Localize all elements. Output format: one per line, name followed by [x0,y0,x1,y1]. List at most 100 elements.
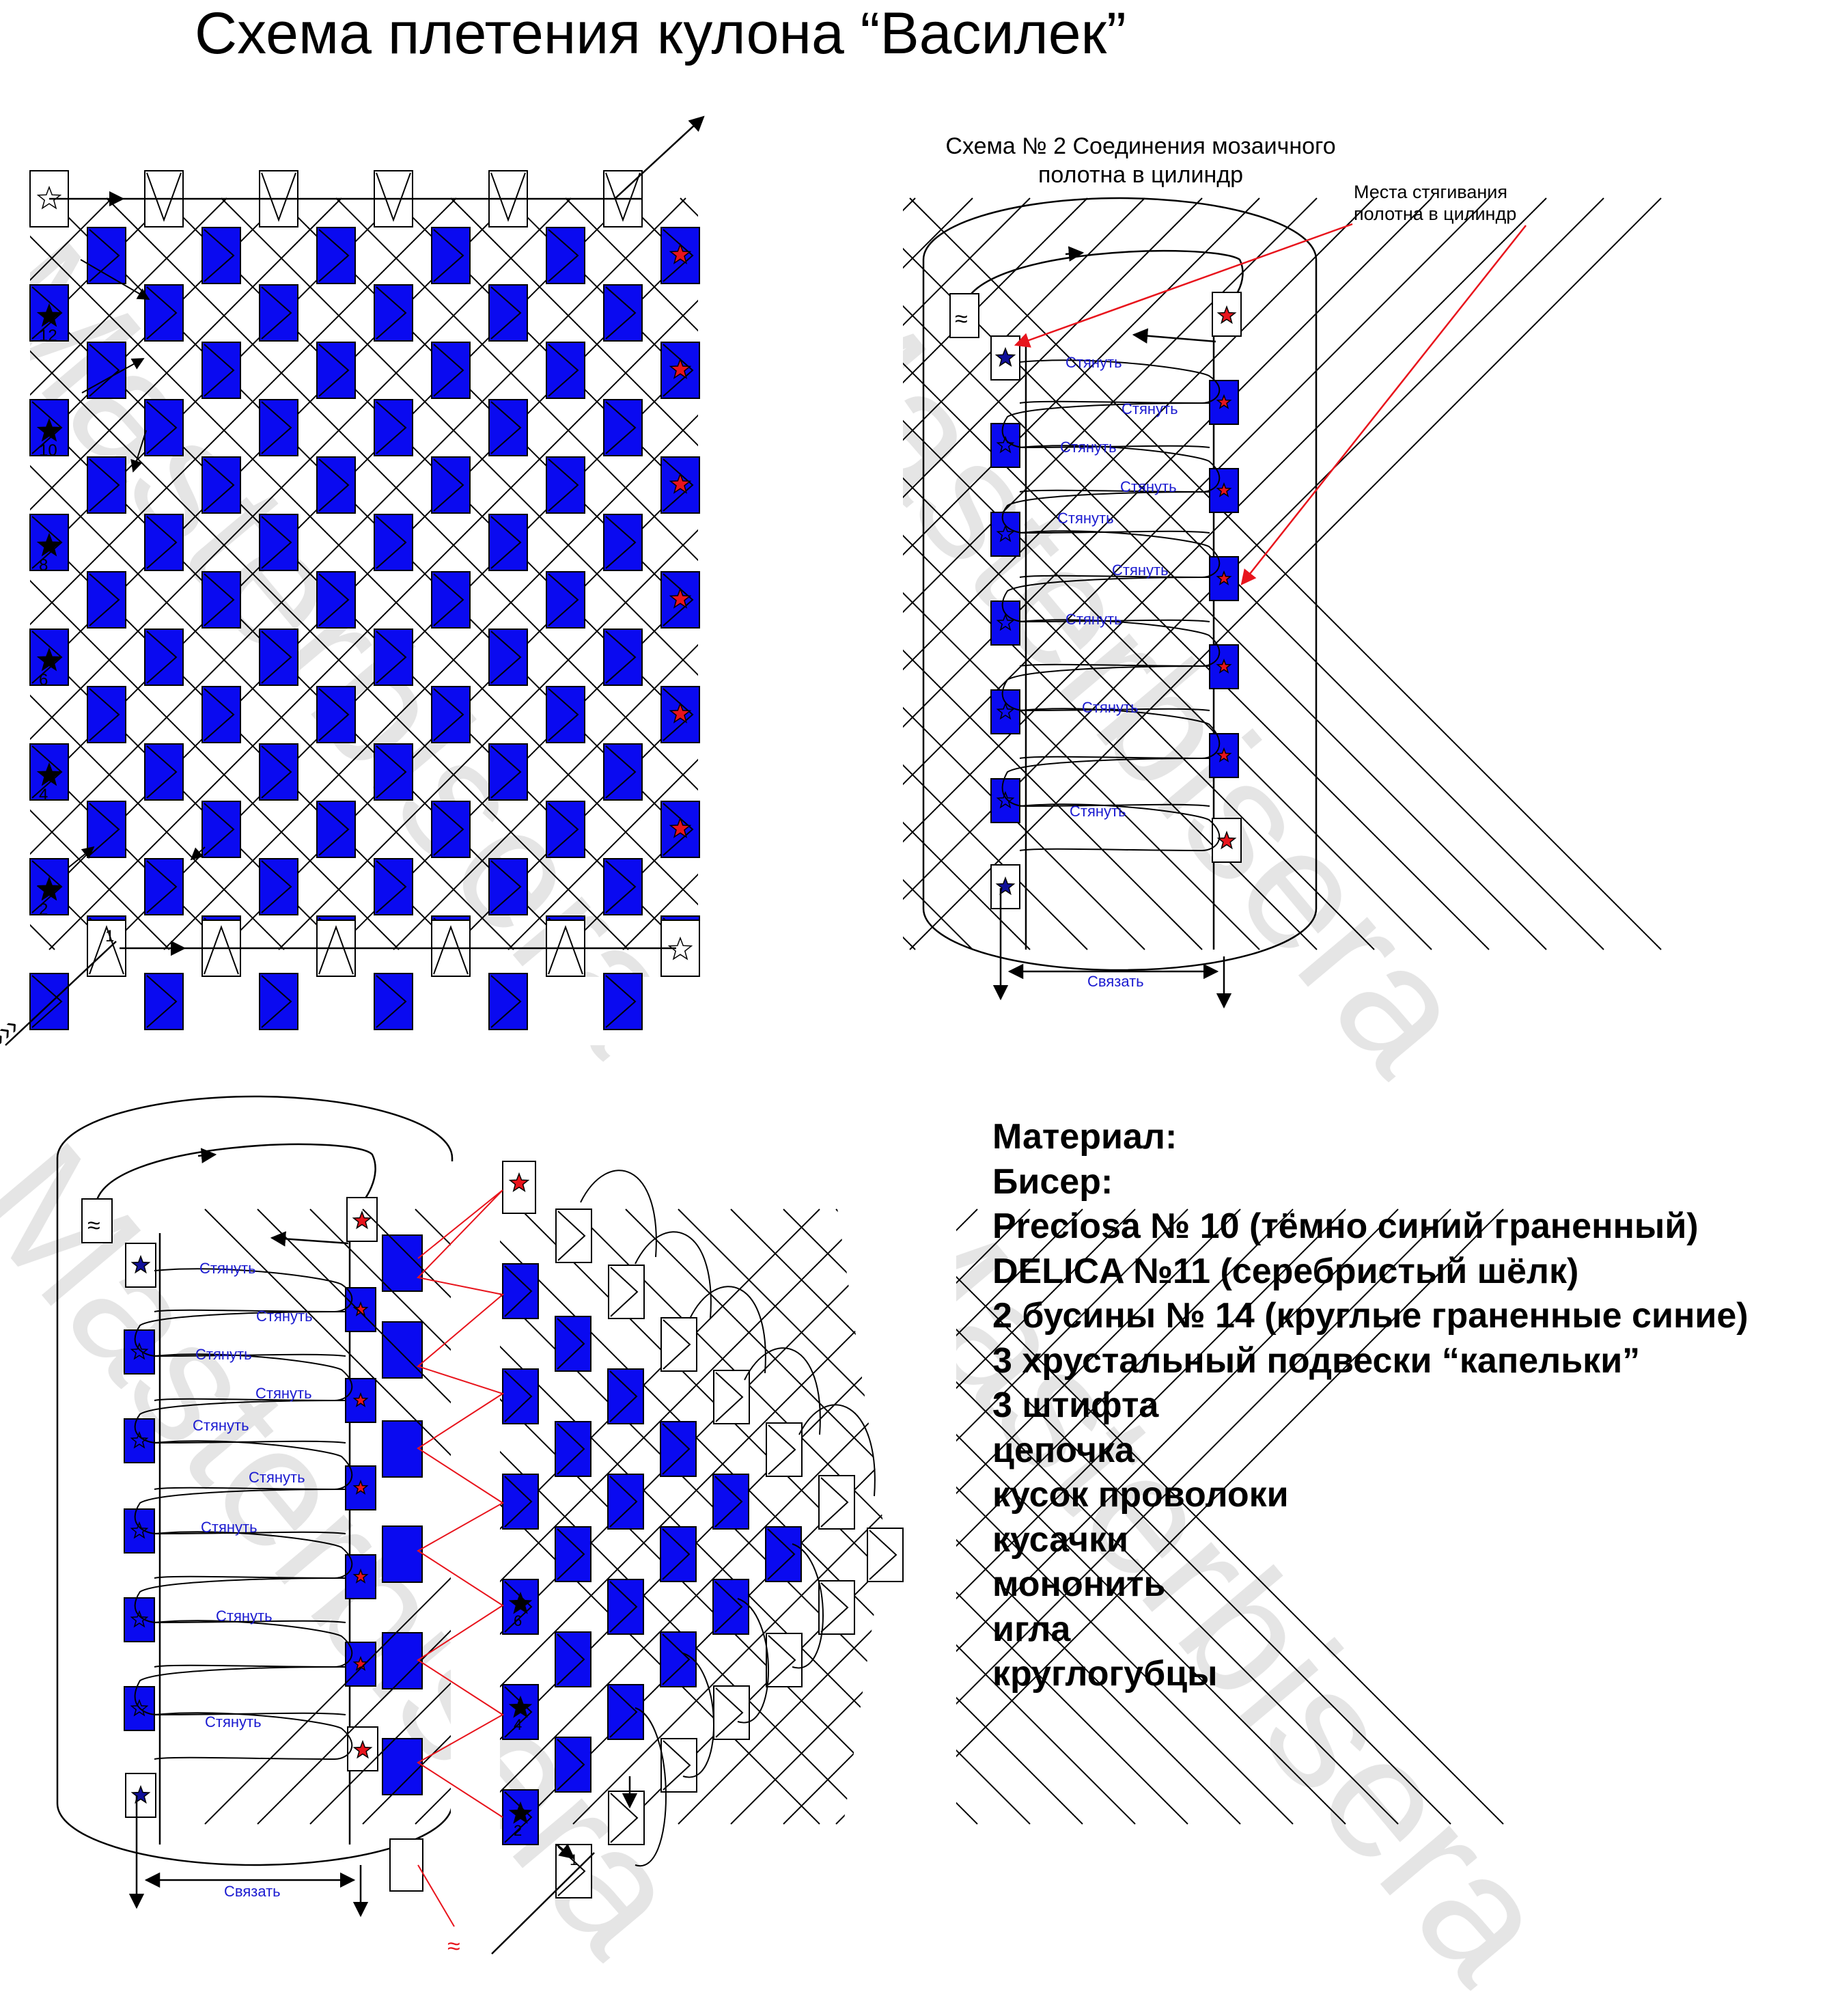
blue-bead [201,801,241,858]
bead-pass-mark [662,1633,691,1685]
start-star-icon [36,185,62,210]
thread-path [5,941,117,1046]
black-star-icon [36,647,62,672]
row-number: 1 [570,1851,578,1868]
bead-pass-mark [605,401,637,454]
bead-pass-mark [663,229,694,282]
bead-pass-mark [146,516,178,569]
red-star-icon [352,1479,369,1495]
blue-bead [546,801,585,858]
bead-pass-mark [609,1370,638,1422]
thread-diagonal [0,197,342,541]
bead-pass-mark [663,1740,691,1791]
materials-item: 3 хрустальный подвески “капельки” [992,1340,1641,1381]
red-pointer [1240,225,1527,585]
white-bead [608,1791,645,1845]
bead-pass-mark [433,925,469,975]
white-bead [818,1475,855,1530]
cylinder-top [922,197,1318,260]
blue-bead [259,284,298,342]
blue-bead [555,1421,591,1477]
thread-arrow [197,1148,217,1163]
bead-pass-mark [146,631,178,684]
bead-pass-mark [376,745,407,799]
red-star-icon [669,587,692,609]
red-connection [416,1189,505,1818]
materials-item: Preciosa № 10 (тёмно синий граненный) [992,1206,1699,1246]
thread-loop [1019,530,1221,579]
bead-pass-mark [557,1528,585,1580]
bead-pass-mark [318,688,350,741]
blue-star-icon [130,1784,151,1804]
tie-label: Связать [224,1883,281,1900]
bead-pass-mark [433,229,464,282]
materials-item: кусачки [992,1519,1129,1560]
blue-bead [546,686,585,743]
blue-bead [201,227,241,284]
blue-bead [555,1316,591,1372]
bead-pass-mark [204,573,235,626]
thread-arrow [80,259,150,300]
thread-loop [1001,665,1210,712]
bead-pass-mark [204,925,239,975]
thread-diagonal [0,197,457,656]
bead-pass-mark [714,1476,743,1528]
thread-arrow [130,430,147,473]
thread-loop [682,1653,714,1778]
pull-label: Стянуть [1057,510,1114,527]
bead-pass-mark [490,975,522,1028]
blue-bead [603,858,643,915]
bead-pass-mark [376,516,407,569]
blue-bead [144,973,184,1030]
blue-bead [316,686,356,743]
pull-label: Стянуть [1112,562,1169,579]
bead-pass-mark [376,860,407,913]
materials-item: 3 штифта [992,1385,1159,1425]
blue-bead [502,1263,539,1319]
thread-arrow [81,358,145,393]
scheme2-annotation-line1: Места стягивания [1354,182,1507,202]
black-star-icon [508,1695,533,1718]
bead-pass-mark [605,286,637,340]
red-star-icon [352,1392,369,1407]
red-star-icon [669,472,692,494]
bead-pass-mark [146,860,178,913]
materials-list: Материал: Бисер: Preciosa № 10 (тёмно си… [992,1115,1749,1697]
white-bead [87,920,126,977]
black-star-icon [36,303,62,327]
page-title: Схема плетения кулона “Василек” [195,1,1126,66]
red-star-icon [1216,830,1237,850]
bead-pass-mark [548,688,579,741]
bead-pass-mark [605,516,637,569]
thread-arrow [614,115,705,199]
bead-pass-mark [89,344,120,397]
blue-bead [374,284,413,342]
materials-item: Бисер: [992,1161,1113,1202]
bead-pass-mark [261,745,292,799]
thread-loop [798,1404,876,1497]
scheme2-title: Схема № 2 Соединения мозаичного полотна … [902,132,1380,189]
thread-arrow [68,846,95,868]
bead-pass-mark [605,745,637,799]
bead-pass-mark [820,1582,849,1633]
thread-loop [134,1577,346,1624]
row-number: 4 [514,1716,522,1733]
materials-heading: Материал: [992,1117,1178,1157]
materials-item: кусок проволоки [992,1475,1289,1515]
blue-bead [488,973,528,1030]
thread-loop [134,1311,346,1357]
weaving-diagrams: 121086421121086421››› ≈СтянутьСтянутьСтя… [0,115,1662,1956]
blue-bead [144,284,184,342]
thread-arrow [1132,328,1216,344]
red-pointer [1014,223,1353,348]
red-star-icon [669,357,692,379]
bead-pass-mark [376,975,407,1028]
red-star-icon [508,1172,530,1193]
bead-pass-mark [548,229,579,282]
thread-loop [134,1666,346,1716]
white-bead [347,1726,378,1771]
thread-loop [689,1286,766,1374]
blue-bead [990,689,1020,734]
blue-bead [488,399,528,456]
star-icon [996,524,1015,542]
